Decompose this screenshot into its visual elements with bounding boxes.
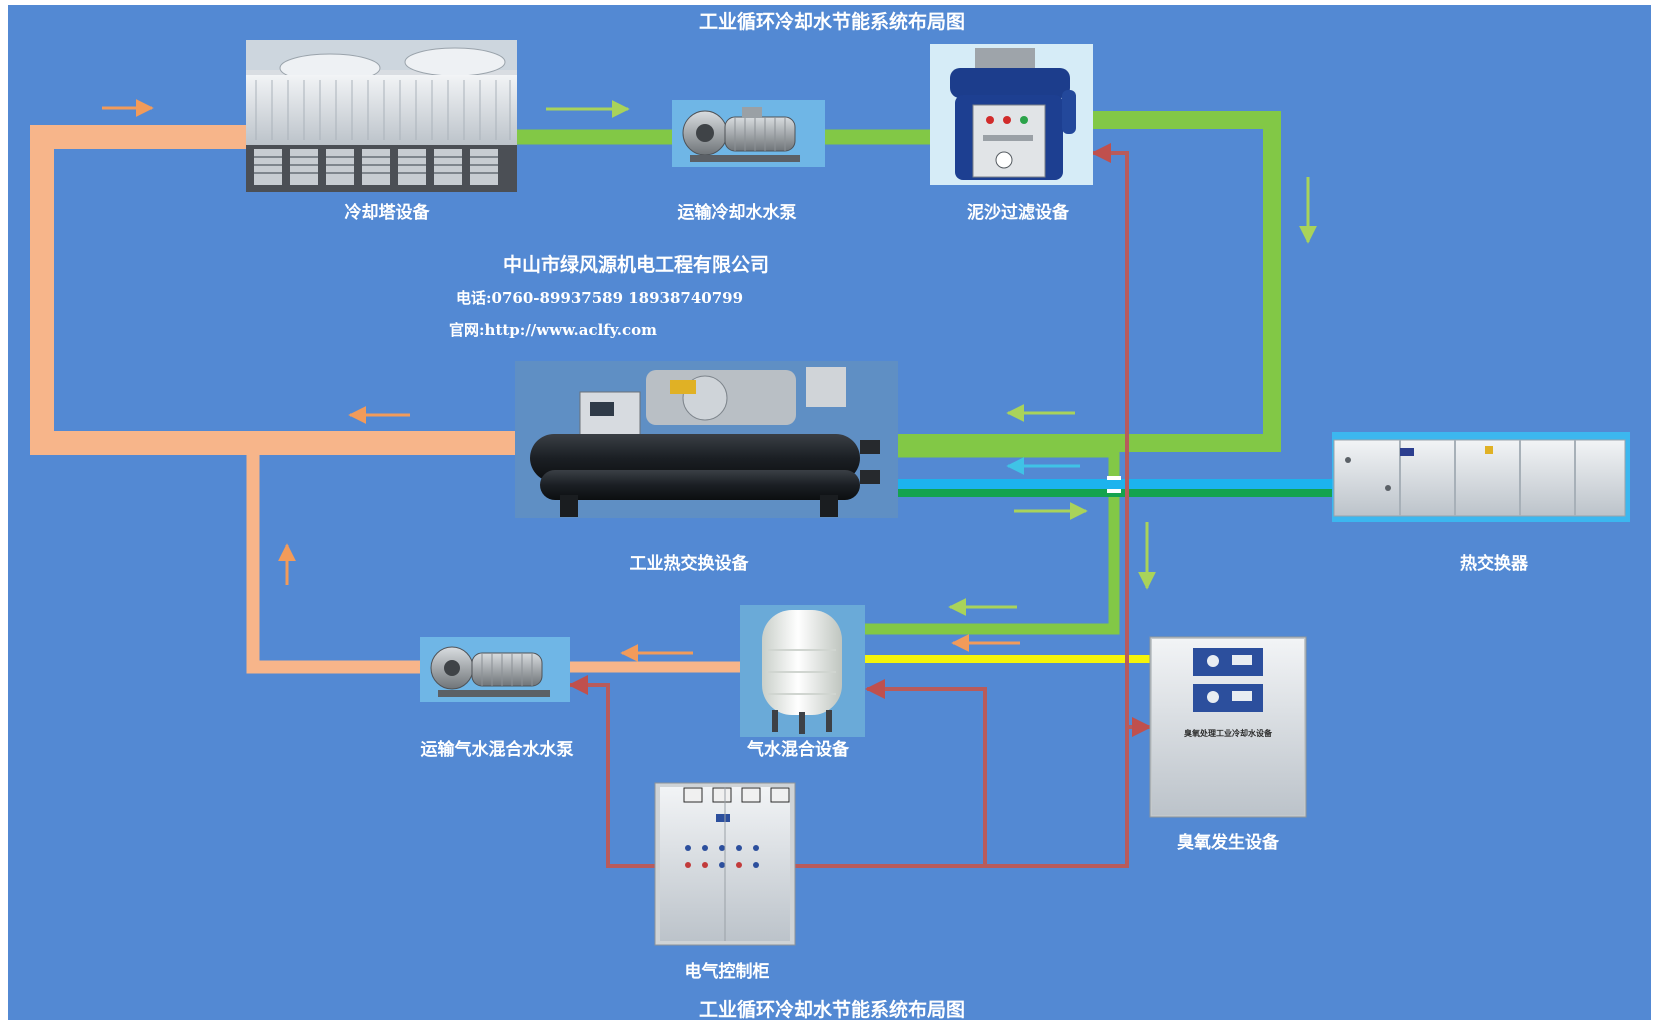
pipe-crossing-mark xyxy=(1107,476,1121,480)
company-info: 中山市绿风源机电工程有限公司 电话:0760-89937589 18938740… xyxy=(449,253,769,339)
control-cabinet-image xyxy=(654,782,796,946)
heat-exchanger-image xyxy=(1332,432,1630,522)
mixing-tank-image xyxy=(740,605,865,737)
label-control-cabinet: 电气控制柜 xyxy=(685,961,770,982)
signal-to-mix-pump xyxy=(568,675,655,868)
company-phone: 电话:0760-89937589 18938740799 xyxy=(456,289,743,307)
label-heat-exchanger: 热交换器 xyxy=(1460,553,1529,574)
label-mixing-tank: 气水混合设备 xyxy=(746,739,850,760)
chiller-image xyxy=(515,361,898,518)
ozone-generator-plate: 臭氧处理工业冷却水设备 xyxy=(1184,728,1273,738)
return-branch-pipe xyxy=(246,443,420,674)
cooling-tower-image xyxy=(246,40,517,192)
diagram-title-bottom: 工业循环冷却水节能系统布局图 xyxy=(699,998,965,1020)
filter-to-chiller-pipe xyxy=(898,111,1281,452)
signal-to-mix-tank xyxy=(865,679,987,866)
flow-arrows xyxy=(102,99,1317,662)
label-chiller: 工业热交换设备 xyxy=(630,553,750,574)
return-main-pipe xyxy=(30,125,515,455)
chiller-to-tank-pipe xyxy=(865,446,1120,635)
sand-filter-image xyxy=(930,44,1093,185)
cooling-pump-image xyxy=(672,100,825,167)
mixing-pump-image xyxy=(420,637,570,702)
equipment-labels: 冷却塔设备 运输冷却水水泵 泥沙过滤设备 工业热交换设备 热交换器 气水混合设备… xyxy=(345,202,1529,982)
label-cooling-tower: 冷却塔设备 xyxy=(345,202,431,223)
diagram-title-top: 工业循环冷却水节能系统布局图 xyxy=(699,10,965,33)
label-mixing-pump: 运输气水混合水水泵 xyxy=(421,739,574,760)
ozone-generator-image: 臭氧处理工业冷却水设备 xyxy=(1149,636,1307,818)
company-website: 官网:http://www.aclfy.com xyxy=(449,321,657,339)
control-signal-lines xyxy=(568,143,1152,868)
return-pipes xyxy=(30,125,740,674)
label-sand-filter: 泥沙过滤设备 xyxy=(967,202,1070,223)
pipe-crossing-mark xyxy=(1107,489,1121,493)
label-cooling-pump: 运输冷却水水泵 xyxy=(678,202,797,223)
company-name: 中山市绿风源机电工程有限公司 xyxy=(503,253,769,276)
label-ozone-generator: 臭氧发生设备 xyxy=(1177,832,1280,853)
signal-to-filter xyxy=(795,143,1129,868)
